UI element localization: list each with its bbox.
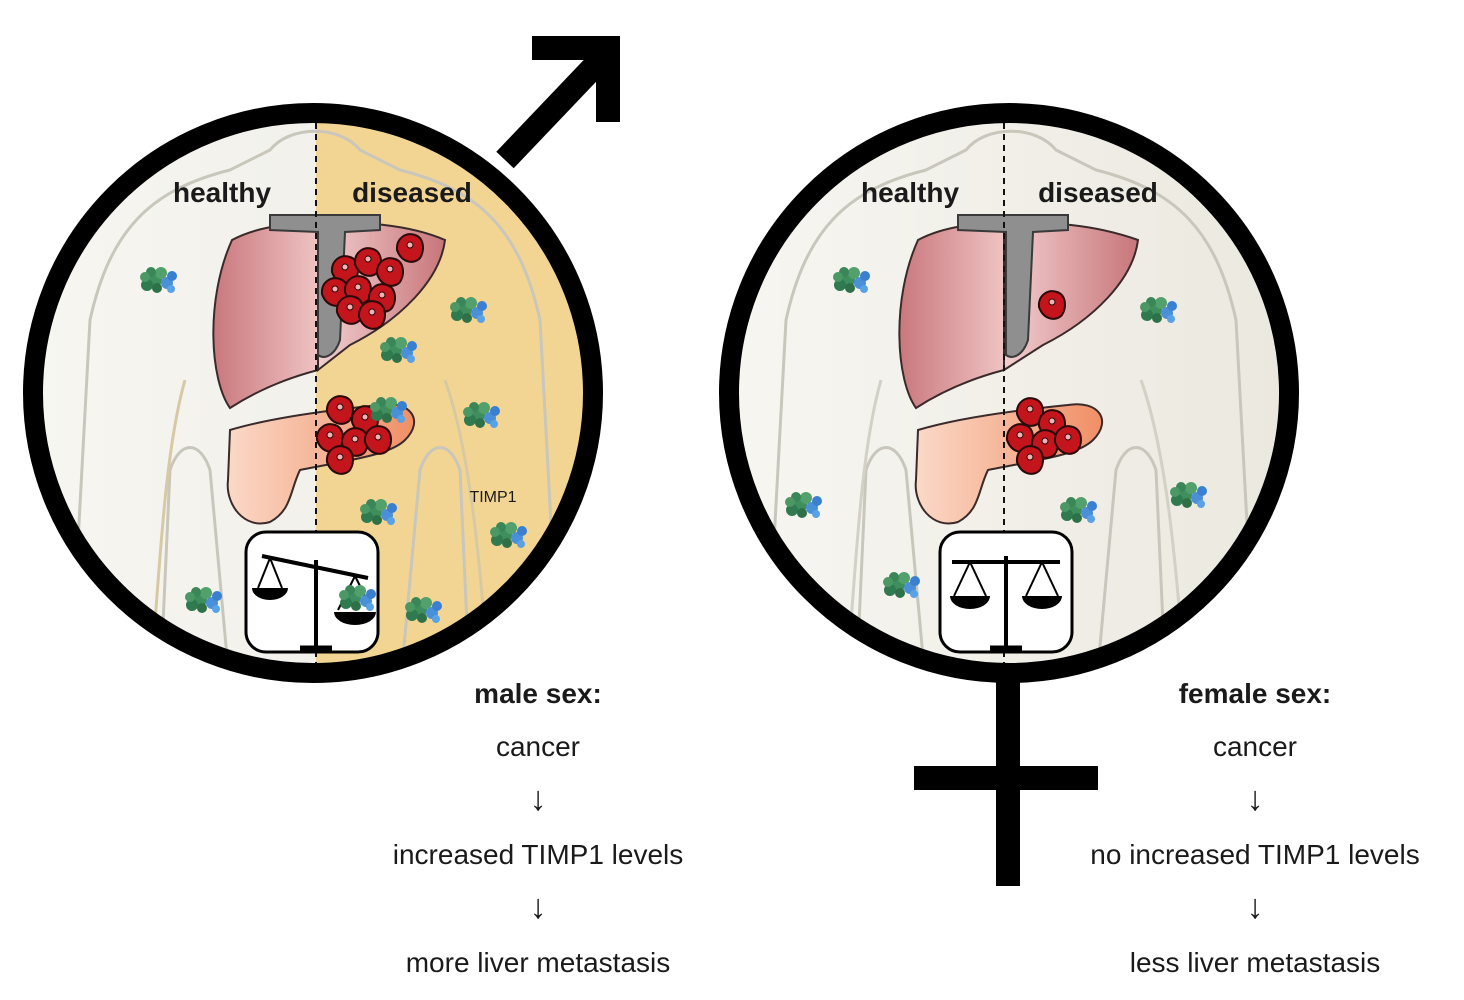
female-step-outcome: less liver metastasis bbox=[1130, 947, 1381, 978]
female-symbol-circle bbox=[719, 103, 1299, 683]
female-panel: healthy diseased female sex: cancer ↓ no… bbox=[719, 103, 1420, 978]
female-label-healthy: healthy bbox=[861, 177, 959, 208]
male-arrow-1: ↓ bbox=[530, 780, 547, 818]
female-step-cancer: cancer bbox=[1213, 731, 1297, 762]
male-label-healthy: healthy bbox=[173, 177, 271, 208]
male-panel: healthy diseased TIMP1 male sex: cancer … bbox=[23, 36, 684, 978]
female-arrow-1: ↓ bbox=[1247, 780, 1264, 818]
female-heading: female sex: bbox=[1179, 678, 1332, 709]
male-step-outcome: more liver metastasis bbox=[406, 947, 671, 978]
male-symbol-circle bbox=[23, 103, 603, 683]
male-label-timp1: TIMP1 bbox=[469, 489, 516, 506]
female-arrow-2: ↓ bbox=[1247, 888, 1264, 926]
male-heading: male sex: bbox=[474, 678, 602, 709]
male-symbol-arrow-head bbox=[532, 36, 620, 122]
female-symbol-crossbar bbox=[914, 766, 1098, 790]
female-liver-metastasis bbox=[1037, 290, 1066, 320]
female-step-timp1: no increased TIMP1 levels bbox=[1090, 839, 1419, 870]
male-arrow-2: ↓ bbox=[530, 888, 547, 926]
male-symbol-arrow-shaft bbox=[496, 46, 614, 169]
male-label-diseased: diseased bbox=[352, 177, 472, 208]
female-balance-scale-icon bbox=[938, 530, 1074, 654]
male-step-timp1: increased TIMP1 levels bbox=[393, 839, 684, 870]
male-step-cancer: cancer bbox=[496, 731, 580, 762]
male-balance-scale-icon bbox=[244, 530, 380, 654]
female-label-diseased: diseased bbox=[1038, 177, 1158, 208]
